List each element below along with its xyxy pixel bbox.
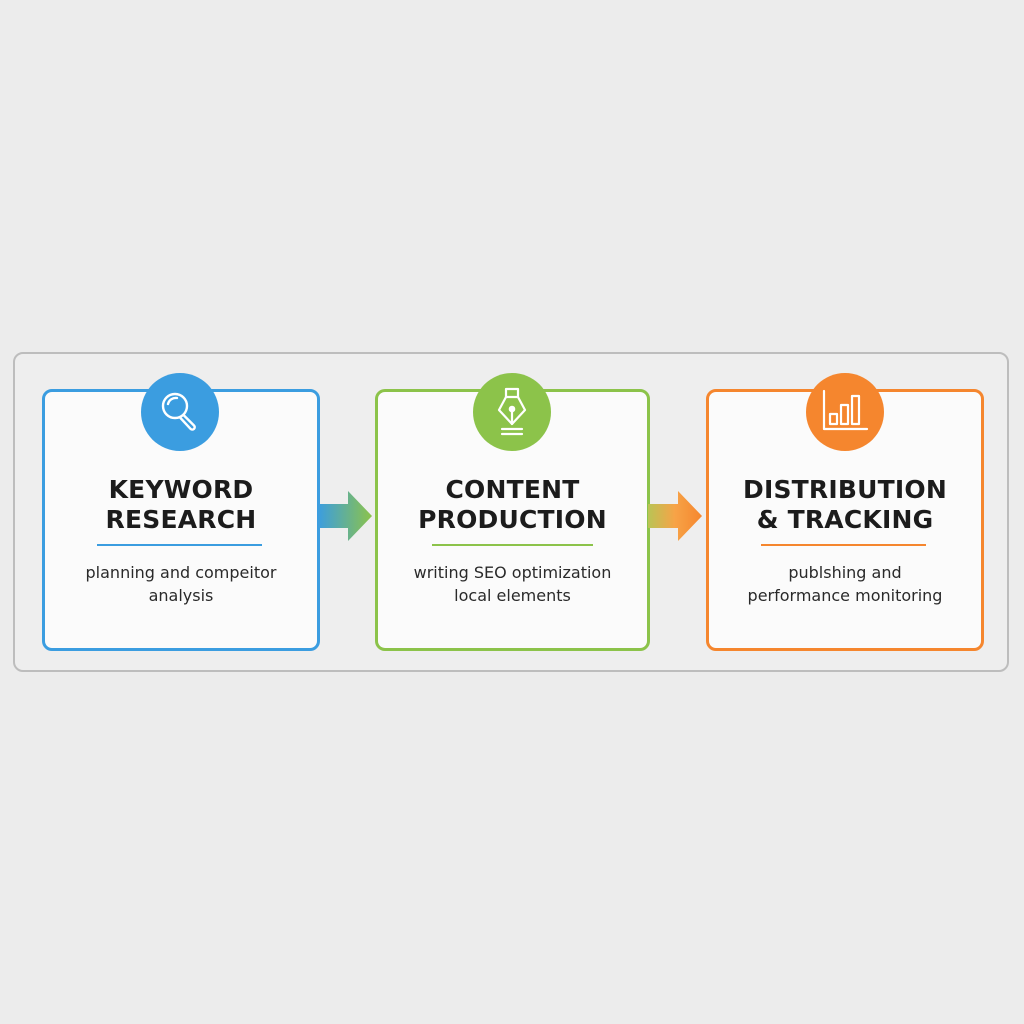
step-1-description: planning and compeitor analysis (42, 561, 320, 607)
arrow-right-icon (648, 491, 702, 541)
step-3-desc-line-1: publshing and (788, 563, 902, 582)
magnifier-icon (161, 392, 196, 431)
step-2-desc-line-2: local elements (454, 586, 571, 605)
step-2-divider (432, 544, 593, 546)
step-2-title-line-2: PRODUCTION (418, 505, 607, 534)
arrow-right-icon (318, 491, 372, 541)
step-2-title: CONTENT PRODUCTION (375, 475, 650, 535)
step-1-title-line-2: RESEARCH (105, 505, 257, 534)
step-3-description: publshing and performance monitoring (706, 561, 984, 607)
step-1-divider (97, 544, 262, 546)
step-3-desc-line-2: performance monitoring (747, 586, 943, 605)
bar-chart-icon (822, 389, 869, 431)
step-1-badge (141, 373, 219, 451)
step-3-divider (761, 544, 926, 546)
step-3-title-line-1: DISTRIBUTION (743, 475, 947, 504)
step-1-desc-line-1: planning and compeitor (85, 563, 277, 582)
step-3-badge (806, 373, 884, 451)
step-card-distribution-tracking (706, 389, 984, 651)
step-2-desc-line-1: writing SEO optimization (413, 563, 612, 582)
fountain-pen-icon (497, 387, 527, 436)
step-3-title-line-2: & TRACKING (756, 505, 934, 534)
step-2-description: writing SEO optimization local elements (375, 561, 650, 607)
step-2-title-line-1: CONTENT (445, 475, 580, 504)
step-1-title-line-1: KEYWORD (108, 475, 254, 504)
step-3-title: DISTRIBUTION & TRACKING (706, 475, 984, 535)
step-1-title: KEYWORD RESEARCH (42, 475, 320, 535)
step-2-badge (473, 373, 551, 451)
step-1-desc-line-2: analysis (148, 586, 214, 605)
